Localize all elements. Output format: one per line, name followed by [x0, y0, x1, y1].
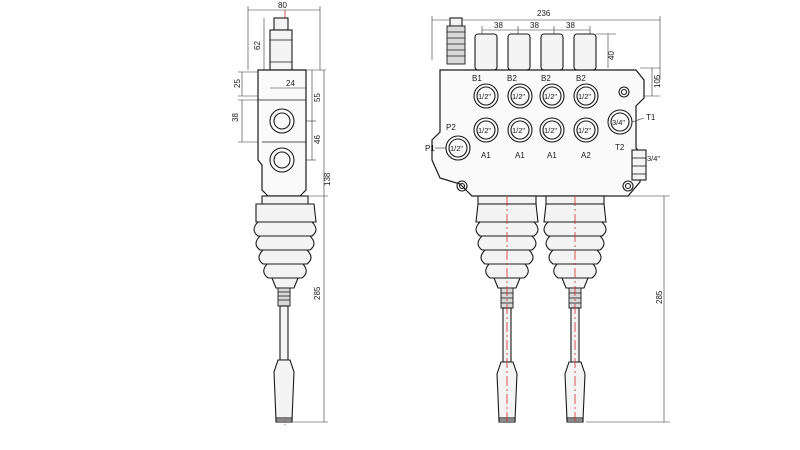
t2-port-size: 3/4": [647, 154, 660, 163]
relief-valve-body: [446, 25, 466, 65]
lower-port-size-1: 1/2": [478, 126, 491, 135]
mount-hole-top-right: [618, 86, 630, 98]
dim-front-40: 40: [607, 51, 616, 60]
front-valve-body: [431, 69, 645, 197]
side-port-upper: [269, 108, 295, 134]
dim-front-105: 105: [653, 74, 662, 88]
lower-port-size-2: 1/2": [512, 126, 525, 135]
port-label-a1-a: A1: [481, 151, 491, 160]
upper-ports: [473, 83, 599, 109]
port-label-a1-b: A1: [515, 151, 525, 160]
side-lever-rod: [279, 305, 289, 361]
dim-spacing-3: 38: [566, 21, 575, 30]
relief-valve-cap: [449, 17, 463, 27]
port-label-b2-b: B2: [541, 74, 551, 83]
dim-side-46: 46: [313, 135, 322, 144]
dim-side-62: 62: [253, 41, 262, 50]
side-flange: [261, 195, 309, 205]
dim-spacing-2: 38: [530, 21, 539, 30]
mount-hole-bottom-right: [622, 180, 634, 192]
lower-ports: [473, 117, 599, 143]
stem-nut: [273, 17, 289, 31]
dim-front-285: 285: [655, 290, 664, 304]
dim-side-285: 285: [313, 286, 322, 300]
upper-port-size-1: 1/2": [478, 92, 491, 101]
stem-cap: [269, 29, 293, 71]
dim-side-24: 24: [286, 79, 295, 88]
upper-port-size-4: 1/2": [578, 92, 591, 101]
t1-port-size: 3/4": [612, 118, 625, 127]
port-label-a1-c: A1: [547, 151, 557, 160]
side-threaded-rod: [277, 287, 291, 307]
port-label-b2-a: B2: [507, 74, 517, 83]
upper-port-size-3: 1/2": [544, 92, 557, 101]
dim-side-25: 25: [233, 79, 242, 88]
side-bellows-boot: [253, 203, 317, 289]
dim-side-width: 80: [278, 1, 287, 10]
spool-caps: [474, 33, 597, 71]
port-label-b1: B1: [472, 74, 482, 83]
dim-front-width: 236: [537, 9, 551, 18]
t2-port-block: [631, 149, 647, 181]
upper-port-size-2: 1/2": [512, 92, 525, 101]
port-label-b2-c: B2: [576, 74, 586, 83]
front-view: 236 38 38 38 40 105: [425, 9, 670, 425]
lower-port-size-4: 1/2": [578, 126, 591, 135]
dim-spacing-1: 38: [494, 21, 503, 30]
mount-hole-bottom-left: [456, 180, 468, 192]
p1-label: P1: [425, 144, 435, 153]
t2-label: T2: [615, 143, 625, 152]
dim-side-38: 38: [231, 113, 240, 122]
side-port-lower: [269, 147, 295, 173]
dim-side-55: 55: [313, 93, 322, 102]
p2-label: P2: [446, 123, 456, 132]
dim-side-138: 138: [323, 172, 332, 186]
port-label-a2: A2: [581, 151, 591, 160]
lower-port-size-3: 1/2": [544, 126, 557, 135]
front-bellows-left: [475, 203, 539, 289]
side-view: 80 62 25 24 38 55 46 138 285: [231, 1, 332, 425]
p-port-size: 1/2": [450, 144, 463, 153]
t1-label: T1: [646, 113, 656, 122]
side-handle-grip: [273, 359, 295, 421]
